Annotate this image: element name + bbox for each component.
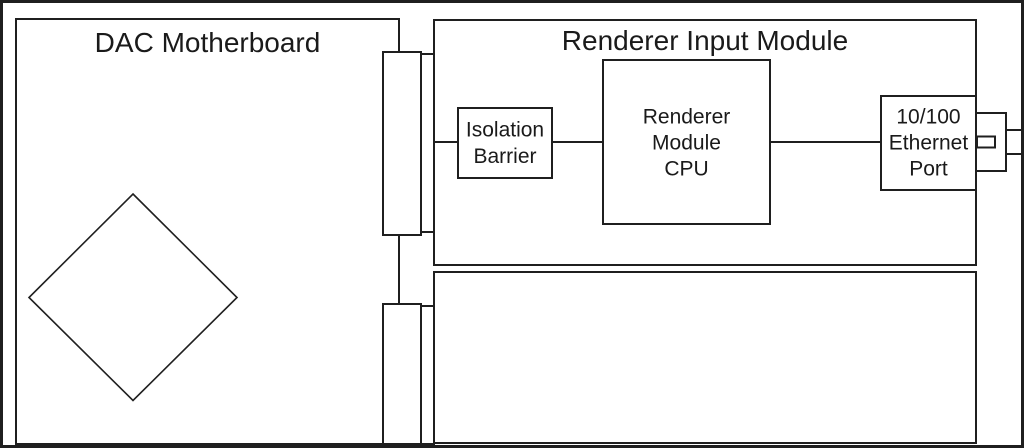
dac-diamond-shape — [27, 192, 239, 402]
ethernet-jack-pin — [1005, 129, 1023, 155]
lower-module-box — [433, 271, 977, 444]
renderer-module-cpu-box — [602, 59, 771, 225]
isolation-barrier-label-line1: Isolation — [466, 119, 544, 142]
isolation-barrier-label-line2: Barrier — [473, 145, 536, 168]
renderer-module-cpu-label-line2: Module — [652, 132, 721, 155]
board-connector-bottom — [382, 303, 422, 445]
renderer-module-cpu-label-line3: CPU — [664, 158, 708, 181]
renderer-module-cpu-label-line1: Renderer — [643, 106, 731, 129]
ethernet-port-box — [880, 95, 977, 191]
board-connector-top — [382, 51, 422, 236]
ethernet-port-label-line1: 10/100 — [896, 106, 960, 129]
ethernet-port-label-line3: Port — [909, 158, 948, 181]
ethernet-jack-notch — [976, 135, 996, 149]
board-connector-top-tab — [420, 53, 435, 233]
board-connector-bottom-tab — [420, 305, 435, 445]
dac-motherboard-title: DAC Motherboard — [95, 27, 321, 58]
ethernet-port-label-line2: Ethernet — [889, 132, 969, 155]
dac-motherboard-box — [15, 18, 400, 445]
isolation-barrier-box — [457, 107, 553, 179]
renderer-input-module-title: Renderer Input Module — [562, 25, 848, 56]
